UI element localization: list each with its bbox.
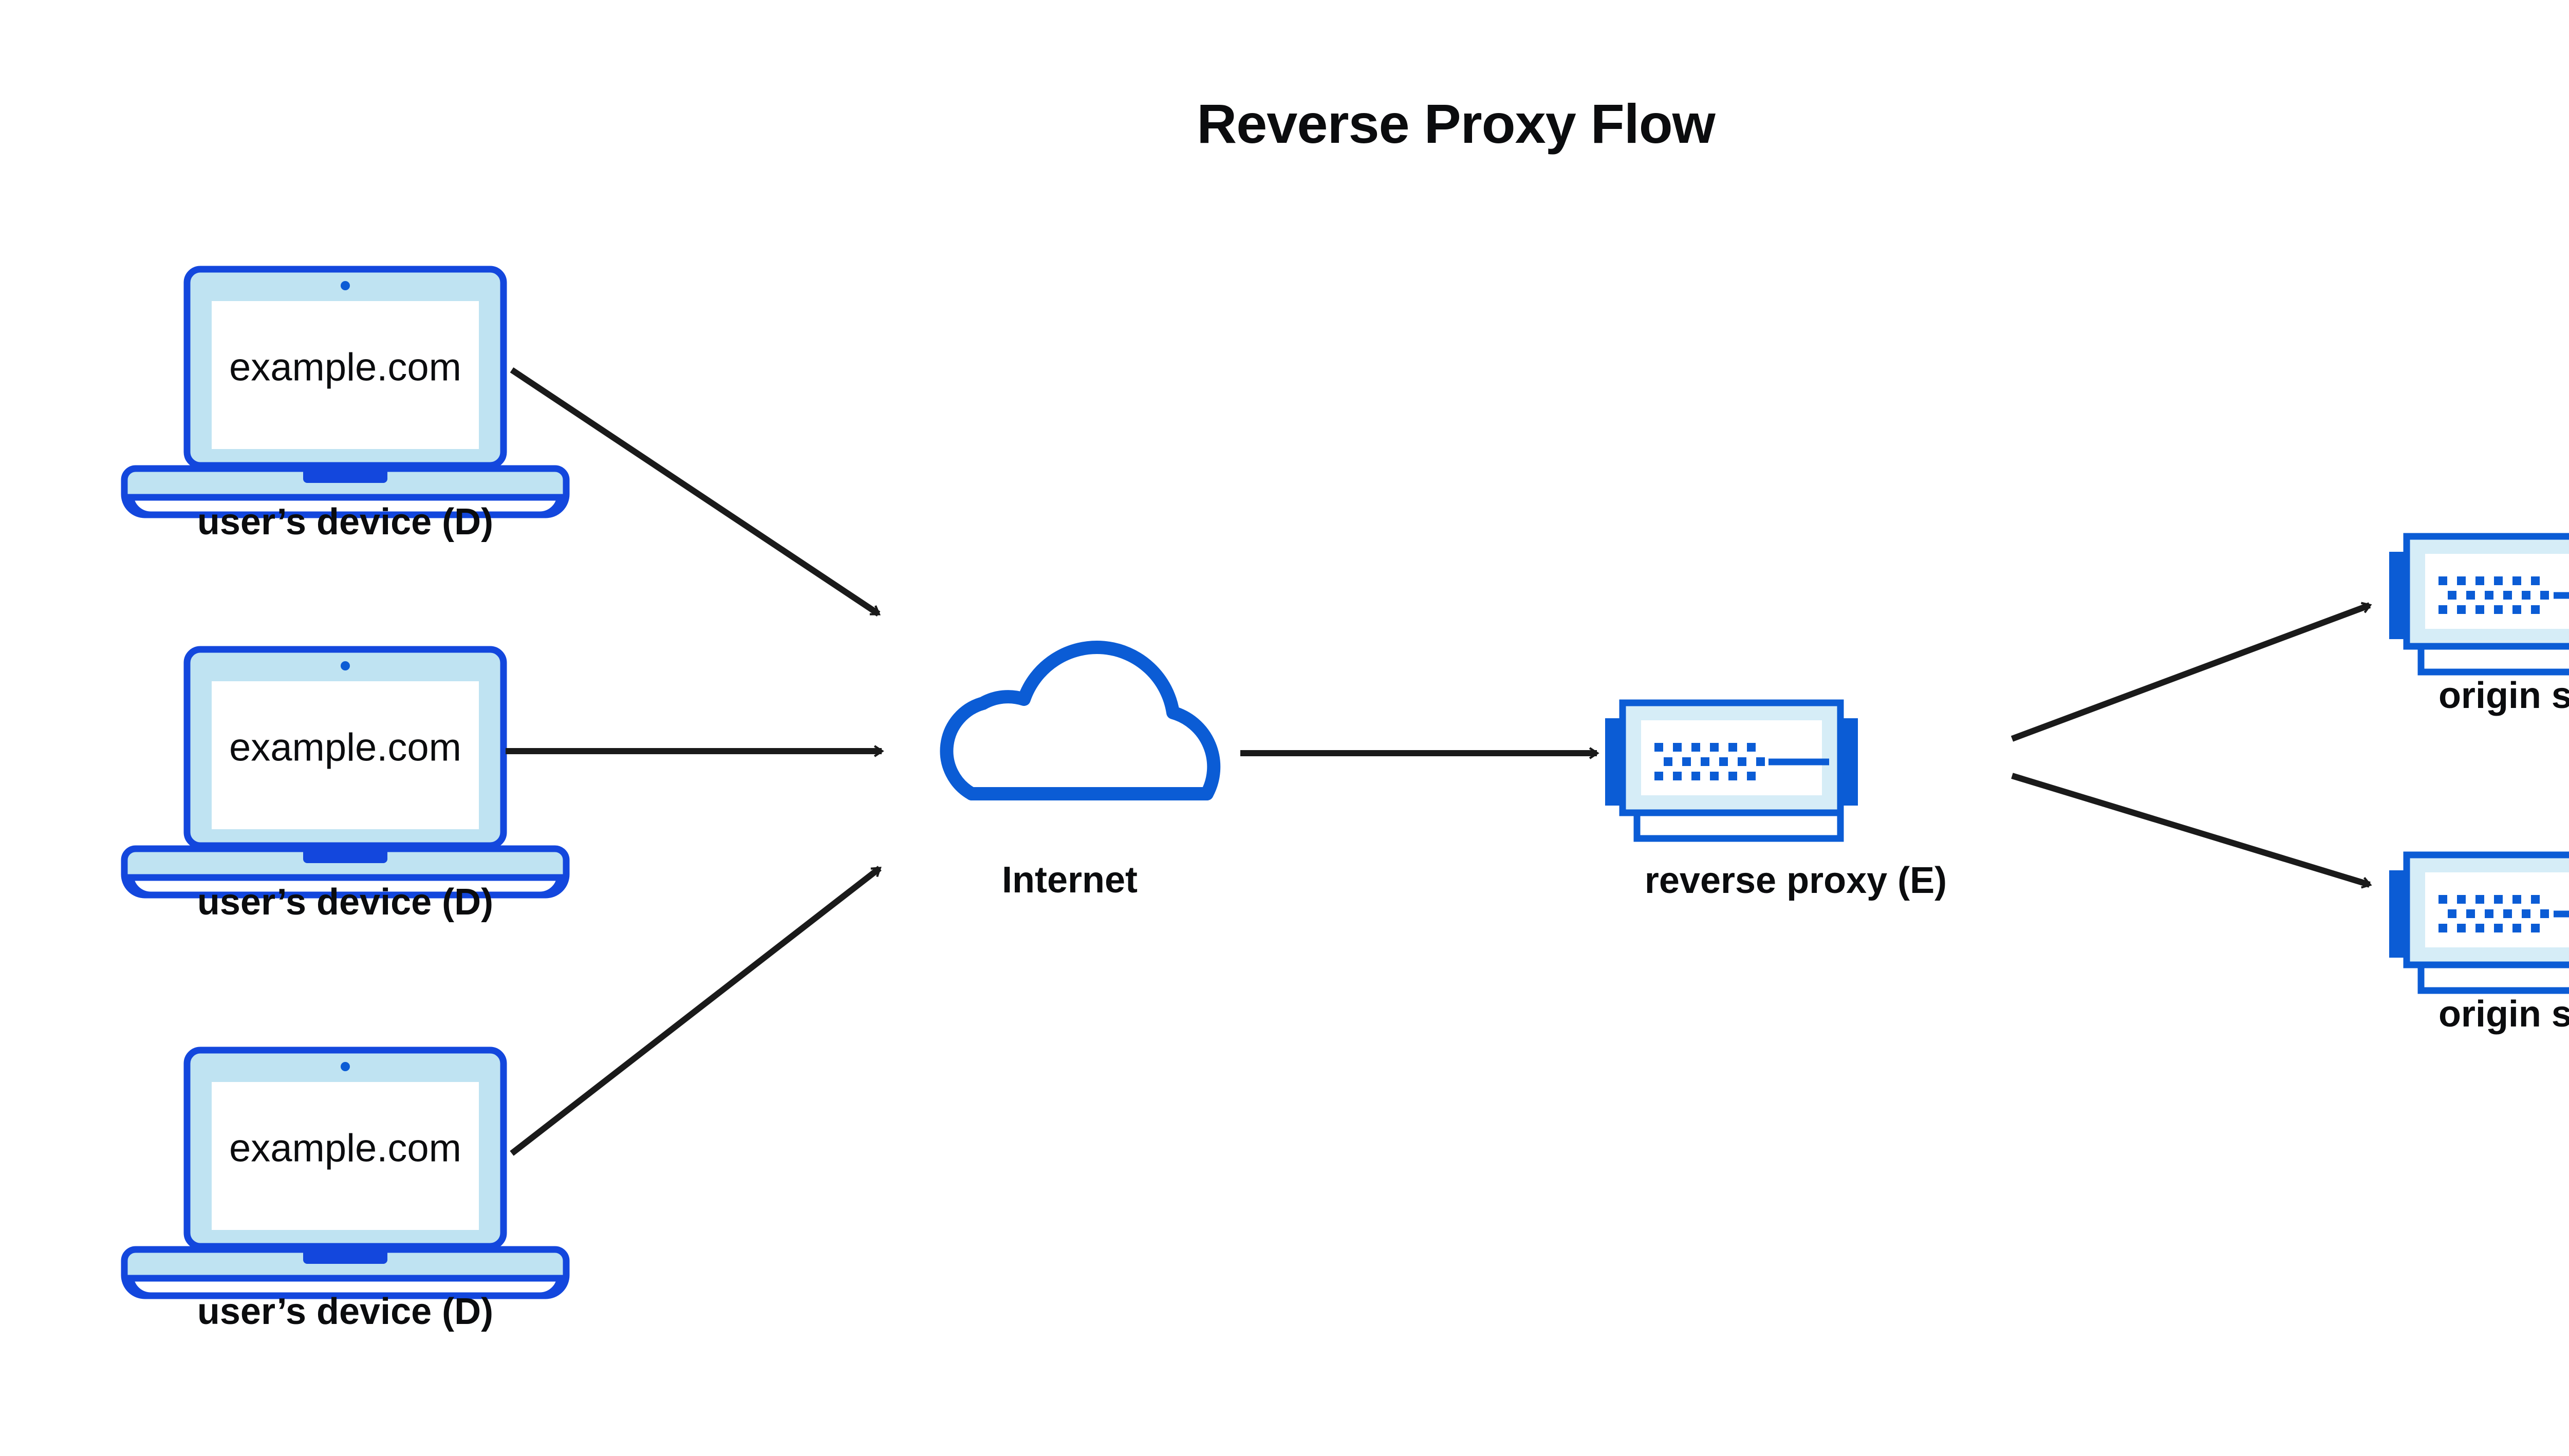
node-label-origin-server-bottom: origin server (F): [2438, 994, 2569, 1035]
node-label-internet: Internet: [1001, 860, 1138, 901]
screen-text-device-bottom: example.com: [229, 1126, 461, 1170]
node-label-reverse-proxy: reverse proxy (E): [1644, 860, 1947, 901]
screen-text-device-middle: example.com: [229, 725, 461, 770]
edge-proxy-to-origin-top: [2010, 602, 2372, 742]
server-status-dot-reverse-proxy: [1837, 750, 1858, 774]
node-label-origin-server-top: origin server (F): [2438, 675, 2569, 716]
laptop-icon-device-middle: [124, 649, 566, 895]
edge-device-top-to-internet: [510, 367, 881, 617]
edge-device-bottom-to-internet: [510, 866, 882, 1156]
server-icon-origin-top: [2389, 536, 2569, 672]
node-label-device-bottom: user’s device (D): [197, 1291, 494, 1332]
edge-proxy-to-origin-bottom: [2011, 773, 2372, 889]
laptop-icon-device-bottom: [124, 1050, 566, 1296]
screen-text-device-top: example.com: [229, 345, 461, 389]
node-label-device-top: user’s device (D): [197, 501, 494, 543]
page-title: Reverse Proxy Flow: [1197, 92, 1715, 155]
server-icon-reverse-proxy: [1605, 703, 1858, 838]
node-label-device-middle: user’s device (D): [197, 882, 494, 923]
server-icon-origin-bottom: [2389, 855, 2569, 991]
laptop-icon-device-top: [124, 269, 566, 515]
cloud-icon-internet: [946, 647, 1214, 794]
